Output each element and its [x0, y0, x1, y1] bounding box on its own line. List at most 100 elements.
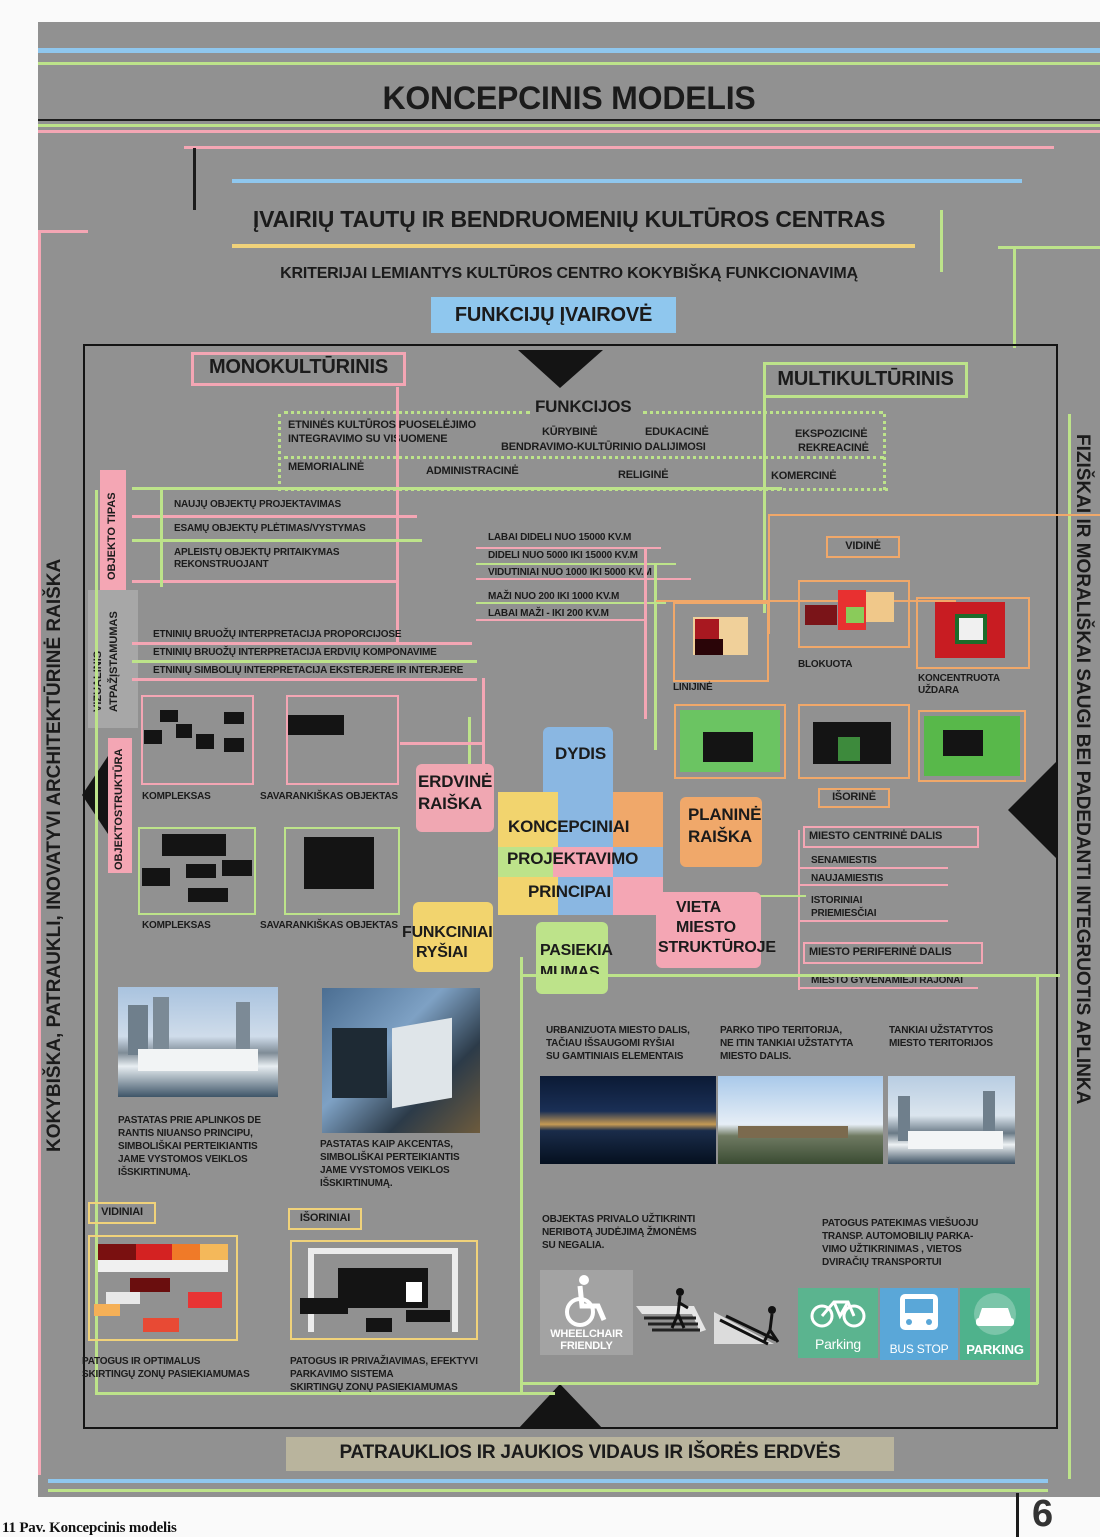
miesto-centras-label: MIESTO CENTRINĖ DALIS [809, 830, 943, 842]
size-item: LABAI DIDELI NUO 15000 KV.M [488, 532, 632, 543]
objektostruktura-label: OBJEKTOSTRUKTŪRA [113, 748, 125, 870]
right-frame [1013, 246, 1016, 348]
vidiniai-box [88, 1202, 156, 1224]
block-shape [186, 864, 216, 878]
plan-shape [703, 732, 753, 762]
koncentruota-label: KONCENTRUOTA [918, 673, 1000, 684]
block-shape [288, 715, 344, 735]
caption-line: JAME VYSTOMOS VEIKLOS [320, 1165, 450, 1176]
puzzle-piece-pasiekiamumas [536, 922, 608, 994]
puzzle-erdvine-label: ERDVINĖ [418, 772, 493, 791]
connector [132, 678, 477, 681]
puzzle-piece [553, 847, 613, 877]
right-frame [998, 246, 1100, 249]
puzzle-planine-label: PLANINĖ [688, 805, 762, 824]
block-shape [162, 834, 226, 856]
connector [476, 563, 676, 565]
left-frame [38, 230, 41, 1475]
isorine-plan-box [798, 704, 910, 779]
right-frame [1068, 414, 1071, 1479]
deco-line [193, 148, 196, 210]
objekto-tipas-item: NAUJŲ OBJEKTŲ PROJEKTAVIMAS [174, 499, 342, 510]
miesto-periferija-label: MIESTO PERIFERINĖ DALIS [809, 946, 952, 958]
isorine-plan-box [674, 704, 786, 779]
zone-shape [366, 1318, 392, 1332]
puzzle-piece [558, 877, 613, 915]
photo-building-1 [118, 987, 278, 1097]
puzzle-pasiekiamumas-label: MUMAS [540, 964, 600, 981]
puzzle-piece [498, 877, 558, 915]
koncentruota-label: UŽDARA [918, 685, 960, 696]
caption-line: TAČIAU IŠSAUGOMI RYŠIAI [546, 1038, 675, 1049]
plan-shape [805, 605, 837, 625]
caption-line: URBANIZUOTA MIESTO DALIS, [546, 1025, 690, 1036]
caption-line: PARKO TIPO TERITORIJA, [720, 1025, 842, 1036]
puzzle-piece-dydis [543, 727, 613, 799]
car-parking-label: PARKING [966, 1342, 1024, 1357]
objekto-tipas-item: REKONSTRUOJANT [174, 559, 269, 570]
dotted-line [284, 411, 530, 414]
puzzle-piece [498, 847, 553, 877]
connector [1036, 974, 1039, 1384]
zone-shape [308, 1248, 458, 1332]
page-number-divider [1016, 1493, 1019, 1537]
vidiniai-diagram [88, 1235, 238, 1341]
block-shape [176, 724, 192, 738]
multi-box [763, 362, 968, 398]
zone-shape [106, 1292, 140, 1304]
zone-shape [300, 1298, 348, 1314]
block-shape [304, 837, 374, 889]
caption-line: TANKIAI UŽSTATYTOS [889, 1025, 993, 1036]
function-diversity-box [431, 297, 676, 333]
vizualinis-item: ETNINIŲ SIMBOLIŲ INTERPRETACIJA EKSTERJE… [153, 665, 464, 676]
miesto-periferija-box [803, 942, 983, 964]
photo-building-2 [322, 988, 480, 1133]
criteria-text: KRITERIJAI LEMIANTYS KULTŪROS CENTRO KOK… [280, 265, 858, 282]
isorine-plan-box [918, 710, 1026, 782]
connector [132, 580, 396, 583]
connector [132, 539, 422, 542]
caption-line: PATOGUS PATEKIMAS VIEŠUOJU [822, 1218, 979, 1229]
photo-park [718, 1076, 883, 1164]
objektostruktura-tab [108, 738, 132, 873]
down-arrow-icon [518, 350, 603, 388]
caption-line: IŠSKIRTINUMĄ. [320, 1178, 393, 1189]
connector [798, 884, 948, 886]
plan-shape [955, 614, 987, 644]
blokuota-label: BLOKUOTA [798, 659, 853, 670]
wheelchair-label: FRIENDLY [560, 1340, 613, 1352]
size-item: LABAI MAŽI - IKI 200 KV.M [488, 608, 609, 619]
puzzle-piece [558, 792, 613, 847]
zone-shape [143, 1318, 179, 1332]
vizualinis-label: VIZUALINIS [92, 650, 104, 712]
puzzle-piece-vieta [656, 892, 761, 968]
connector [768, 514, 1100, 516]
connector [400, 742, 482, 745]
block-shape [160, 710, 178, 722]
zone-shape [136, 1244, 172, 1260]
block-shape [188, 888, 228, 902]
puzzle-piece [498, 792, 558, 847]
connector [798, 867, 948, 869]
savarankiskas-box [286, 695, 399, 785]
vieta-item: MIESTO GYVENAMIEJI RAJONAI [811, 975, 963, 986]
connector [763, 398, 766, 613]
connector [95, 1392, 555, 1395]
connector [520, 1382, 1038, 1385]
size-item: DIDELI NUO 5000 IKI 15000 KV.M [488, 550, 638, 561]
miesto-centras-box [803, 826, 979, 848]
caption-line: PARKAVIMO SISTEMA [290, 1369, 394, 1380]
dotted-line [284, 456, 884, 459]
connector [798, 987, 978, 989]
caption-line: SKIRTINGŲ ZONŲ PASIEKIAMUMAS [290, 1382, 458, 1393]
caption-line: IŠSKIRTINUMĄ. [118, 1167, 191, 1178]
dotted-line [278, 414, 281, 490]
deco-line [184, 146, 1054, 149]
caption-line: DVIRAČIŲ TRANSPORTUI [822, 1257, 942, 1268]
caption-line: MIESTO DALIS. [720, 1051, 792, 1062]
deco-line [232, 179, 1022, 183]
connector [132, 515, 417, 518]
bottom-title-box [286, 1437, 894, 1471]
plan-shape [695, 619, 719, 639]
vieta-item: NAUJAMIESTIS [811, 873, 884, 884]
